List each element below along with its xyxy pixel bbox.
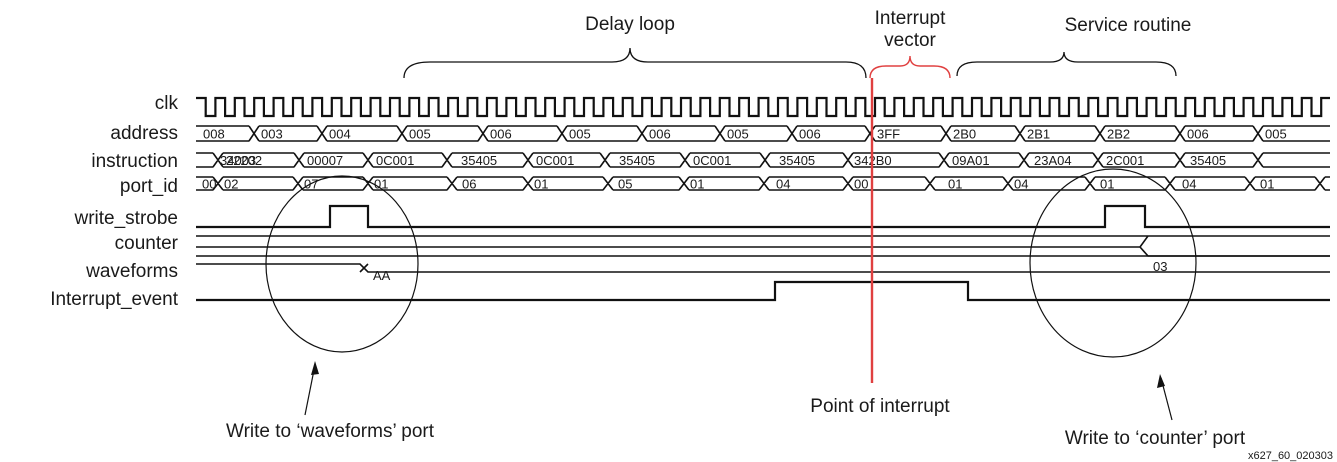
interrupt-event-trace — [196, 280, 1330, 302]
counter-write-ellipse — [1029, 168, 1197, 358]
port_id-value: 01 — [948, 177, 962, 192]
waveforms-trace — [196, 255, 1330, 273]
address-value: 3FF — [877, 127, 900, 142]
counter-trace — [196, 235, 1330, 257]
label-interrupt-event: Interrupt_event — [50, 289, 179, 310]
port_id-bus-trace — [196, 176, 1330, 191]
label-counter: counter — [115, 233, 179, 254]
port-id-bus — [196, 176, 1330, 191]
counter-value: 03 — [1153, 259, 1167, 274]
delay-loop-label: Delay loop — [585, 14, 675, 35]
instruction-value: 09A01 — [952, 153, 990, 168]
port_id-value: 05 — [618, 177, 632, 192]
instruction-value: 0C001 — [376, 153, 414, 168]
interrupt-vector-label-line1: Interrupt — [875, 8, 946, 29]
port_id-value: 01 — [690, 177, 704, 192]
address-value: 006 — [490, 127, 512, 142]
address-value: 004 — [329, 127, 351, 142]
instruction-value: 35405 — [779, 153, 815, 168]
instruction-value: 35405 — [1190, 153, 1226, 168]
address-value: 2B2 — [1107, 127, 1130, 142]
label-waveforms: waveforms — [85, 261, 178, 282]
signal-labels: clk address instruction port_id write_st… — [50, 93, 179, 310]
instruction-value: 22202 — [226, 153, 262, 168]
delay-loop-brace — [403, 47, 867, 79]
port_id-value: 00 — [854, 177, 868, 192]
write-waveforms-label: Write to ‘waveforms’ port — [226, 421, 435, 442]
figure-code: x627_60_020303 — [1248, 450, 1333, 462]
label-write-strobe: write_strobe — [74, 208, 179, 229]
interrupt-vector-label-line2: vector — [884, 30, 936, 51]
label-port-id: port_id — [120, 176, 178, 197]
label-address: address — [110, 123, 178, 144]
write-counter-label: Write to ‘counter’ port — [1065, 428, 1246, 449]
write-strobe-trace — [196, 204, 1330, 229]
port_id-value: 01 — [374, 177, 388, 192]
instruction-value: 23A04 — [1034, 153, 1072, 168]
instruction-value: 35405 — [619, 153, 655, 168]
bus-values: 008 003 004 005 006 005 006 005 006 3FF 2B0 2B1 2B2 0… — [202, 127, 1287, 284]
address-value: 2B1 — [1027, 127, 1050, 142]
address-value: 006 — [1187, 127, 1209, 142]
port_id-value: 01 — [1100, 177, 1114, 192]
port_id-value: 04 — [776, 177, 790, 192]
address-value: 005 — [727, 127, 749, 142]
port_id-value: 01 — [1260, 177, 1274, 192]
address-value: 005 — [409, 127, 431, 142]
instruction-value: 0C001 — [536, 153, 574, 168]
address-value: 006 — [799, 127, 821, 142]
address-value: 005 — [569, 127, 591, 142]
point-of-interrupt-label: Point of interrupt — [810, 396, 950, 417]
label-instruction: instruction — [91, 151, 178, 172]
port_id-value: 04 — [1182, 177, 1196, 192]
address-value: 003 — [261, 127, 283, 142]
label-clk: clk — [155, 93, 179, 114]
clk-waveform — [196, 96, 1330, 118]
waveforms-arrow — [304, 361, 319, 416]
address-value: 006 — [649, 127, 671, 142]
port_id-value: 04 — [1014, 177, 1028, 192]
instruction-value: 35405 — [461, 153, 497, 168]
single-bit-signals — [196, 204, 1330, 302]
address-value: 005 — [1265, 127, 1287, 142]
port_id-value: 06 — [462, 177, 476, 192]
instruction-value: 2C001 — [1106, 153, 1144, 168]
address-value: 008 — [203, 127, 225, 142]
instruction-bus-trace — [196, 152, 1330, 168]
service-routine-label: Service routine — [1065, 15, 1192, 36]
instruction-value: 0C001 — [693, 153, 731, 168]
instruction-bus — [196, 152, 1330, 168]
address-bus — [196, 125, 1330, 142]
port_id-value: 00 — [202, 177, 216, 192]
port_id-value: 02 — [224, 177, 238, 192]
interrupt-vector-brace — [869, 55, 951, 79]
service-routine-brace — [956, 51, 1177, 77]
address-bus-trace — [196, 125, 1330, 142]
waveforms-write-ellipse — [265, 175, 419, 353]
port_id-value: 01 — [534, 177, 548, 192]
clk-trace — [196, 96, 1330, 118]
instruction-value: 00007 — [307, 153, 343, 168]
waveforms-value: AA — [373, 268, 391, 283]
instruction-value: 34003 — [220, 153, 256, 168]
address-value: 2B0 — [953, 127, 976, 142]
counter-arrow — [1157, 374, 1173, 421]
